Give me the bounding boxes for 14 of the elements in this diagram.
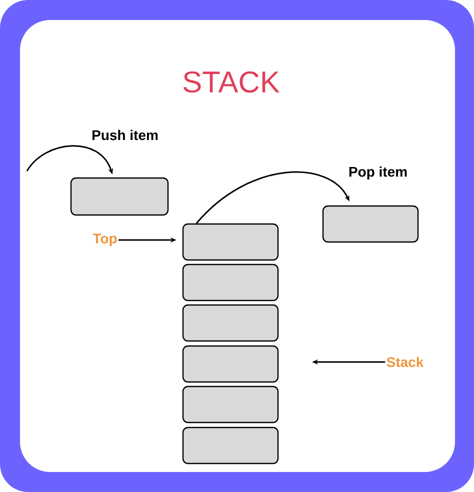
label-text: Stack <box>386 356 424 368</box>
arrow <box>196 171 350 224</box>
label-text: Top <box>92 234 117 246</box>
title: STACK <box>183 71 280 93</box>
stack-item-box <box>322 205 419 243</box>
edge-label: Pop item <box>349 166 407 180</box>
stack-item-box <box>182 345 279 383</box>
stack-item-box <box>182 264 279 302</box>
stack-item-box <box>182 223 279 261</box>
stack-item-box <box>182 426 279 464</box>
stack-item-box <box>182 386 279 424</box>
edge-label: Push item <box>92 130 158 140</box>
stack-item-box <box>182 304 279 342</box>
stack-item-box <box>70 177 169 216</box>
